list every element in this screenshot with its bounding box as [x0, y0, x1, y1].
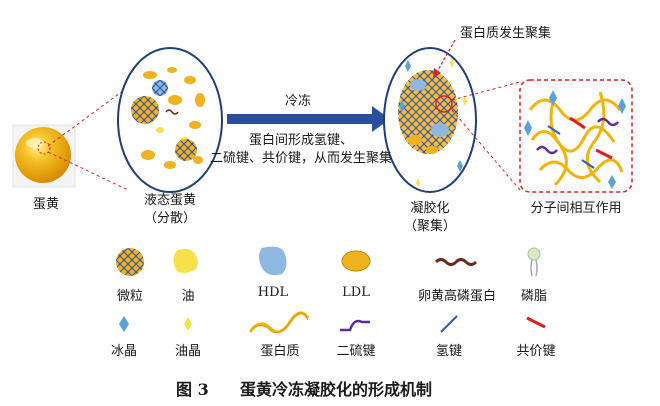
legend-label-phospholipid: 磷脂 [489, 285, 579, 304]
liquid-yolk-label: 液态蛋黄 [120, 193, 220, 209]
freezing-label: 冷冻 [258, 94, 338, 110]
ice-crystal-icon [119, 316, 129, 332]
interaction-box [520, 80, 632, 192]
legend-label-oil: 油 [143, 285, 233, 304]
oil-icon [174, 249, 199, 273]
process-line1: 蛋白间形成氢键、 [226, 133, 376, 149]
legend-label-ldl: LDL [311, 285, 401, 300]
phosvitin-icon [436, 260, 476, 265]
hdl-icon [259, 247, 287, 275]
figure-title: 蛋黄冷冻凝胶化的形成机制 [240, 376, 432, 400]
egg-yolk-icon [13, 125, 75, 187]
legend-label-hydrogen: 氢键 [404, 340, 494, 359]
legend-label-covalent: 共价键 [491, 340, 581, 359]
gel-yolk-ellipse [384, 48, 476, 192]
interaction-label: 分子间相互作用 [515, 201, 637, 217]
phospholipid-icon [528, 248, 540, 276]
protein-icon [250, 313, 308, 333]
legend-label-hdl: HDL [228, 285, 318, 300]
liquid-yolk-ellipse [118, 48, 222, 192]
legend-label-oil-crystal: 油晶 [143, 340, 233, 359]
ldl-icon [342, 251, 370, 271]
yolk-label: 蛋黄 [33, 197, 59, 213]
protein-aggregation-label: 蛋白质发生聚集 [460, 26, 551, 42]
disulfide-bond-icon [340, 321, 370, 330]
gelation-sublabel: （聚集） [385, 219, 475, 235]
liquid-yolk-sublabel: （分散） [120, 211, 220, 227]
covalent-bond-icon [527, 318, 545, 327]
granule-icon [116, 248, 144, 276]
legend-label-disulfide: 二硫键 [311, 340, 401, 359]
oil-crystal-icon [184, 317, 192, 331]
figure-number: 图 3 [176, 376, 209, 400]
process-line2: 二硫键、共价键，从而发生聚集 [206, 151, 396, 167]
hydrogen-bond-icon [441, 316, 457, 332]
gelation-label: 凝胶化 [385, 201, 475, 217]
